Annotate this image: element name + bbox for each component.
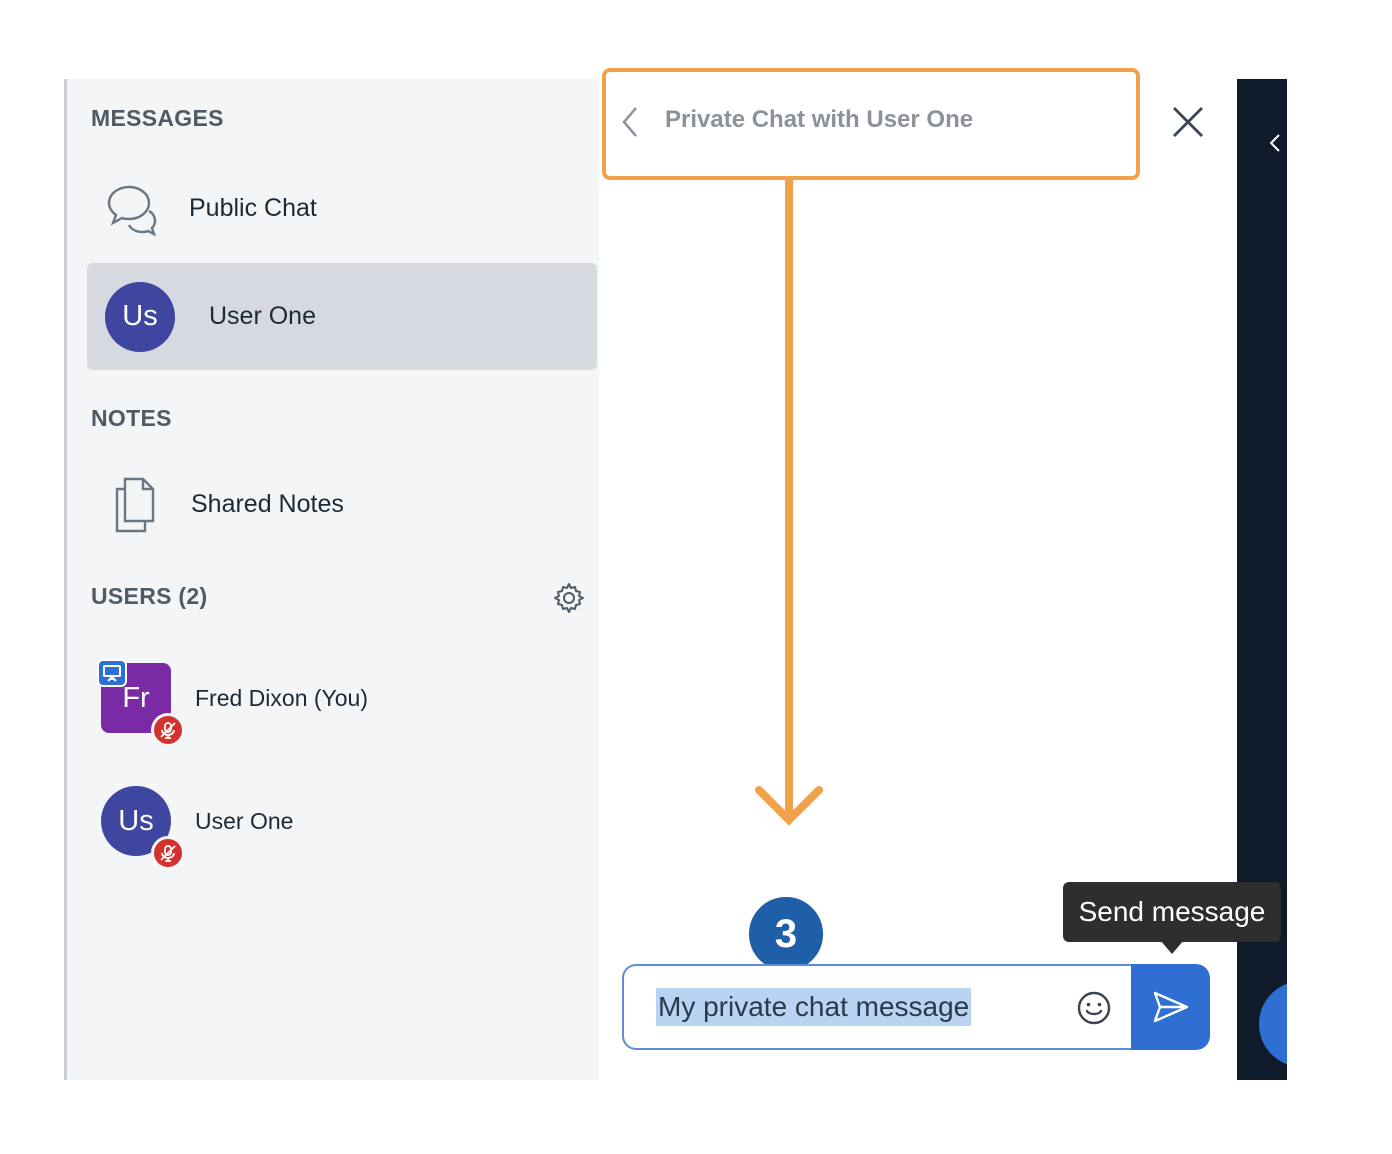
step-number: 3 (774, 911, 798, 956)
users-section-title: USERS (2) (91, 583, 208, 609)
user-name: User One (195, 807, 294, 834)
user-list-item-user-one[interactable]: Us User One (101, 776, 294, 870)
send-icon (1153, 991, 1188, 1023)
chevron-left-icon[interactable] (1267, 129, 1287, 159)
step-badge: 3 (746, 894, 826, 974)
sidebar: MESSAGES Public Chat Us User One NOTES S… (67, 79, 599, 1080)
chat-bubbles-icon (107, 185, 157, 236)
close-icon[interactable] (1168, 102, 1208, 142)
shared-notes-label: Shared Notes (191, 490, 344, 518)
annotation-arrow (785, 178, 793, 818)
public-chat-label: Public Chat (189, 194, 317, 222)
send-tooltip-text: Send message (1078, 896, 1266, 927)
user-avatar: Fr (97, 659, 185, 747)
private-chat-label: User One (209, 302, 316, 330)
private-chat-item-user-one[interactable]: Us User One (87, 263, 597, 370)
emoji-icon[interactable] (1074, 988, 1114, 1028)
messages-section-title: MESSAGES (91, 105, 224, 131)
avatar: Us (101, 786, 171, 856)
avatar-initials: Us (122, 300, 158, 332)
action-button[interactable] (1259, 981, 1287, 1067)
user-name: Fred Dixon (You) (195, 684, 369, 711)
send-tooltip: Send message (1063, 882, 1281, 942)
sidebar-edge (64, 79, 67, 1080)
chevron-left-icon[interactable] (618, 104, 642, 140)
avatar-initials: Us (118, 804, 154, 837)
document-icon (115, 477, 155, 532)
chat-header-highlight (602, 68, 1140, 180)
public-chat-item[interactable]: Public Chat (87, 155, 597, 262)
annotation-arrow-head (755, 786, 823, 826)
notes-section-title: NOTES (91, 405, 172, 431)
shared-notes-item[interactable]: Shared Notes (87, 451, 597, 558)
send-tooltip-tail (1160, 940, 1184, 954)
mic-off-icon (151, 836, 185, 870)
mic-off-icon (151, 713, 185, 747)
presenter-icon (97, 659, 127, 687)
avatar: Us (105, 281, 175, 352)
message-input[interactable]: My private chat message (622, 964, 1137, 1050)
chat-title: Private Chat with User One (665, 106, 974, 133)
user-avatar: Us (101, 786, 185, 870)
send-button[interactable] (1131, 964, 1210, 1050)
message-input-value[interactable]: My private chat message (656, 988, 972, 1026)
gear-icon[interactable] (552, 581, 586, 615)
user-list-item-fred-dixon[interactable]: Fr Fred Dixon (You) (97, 653, 369, 747)
avatar-initials: Fr (122, 681, 150, 714)
